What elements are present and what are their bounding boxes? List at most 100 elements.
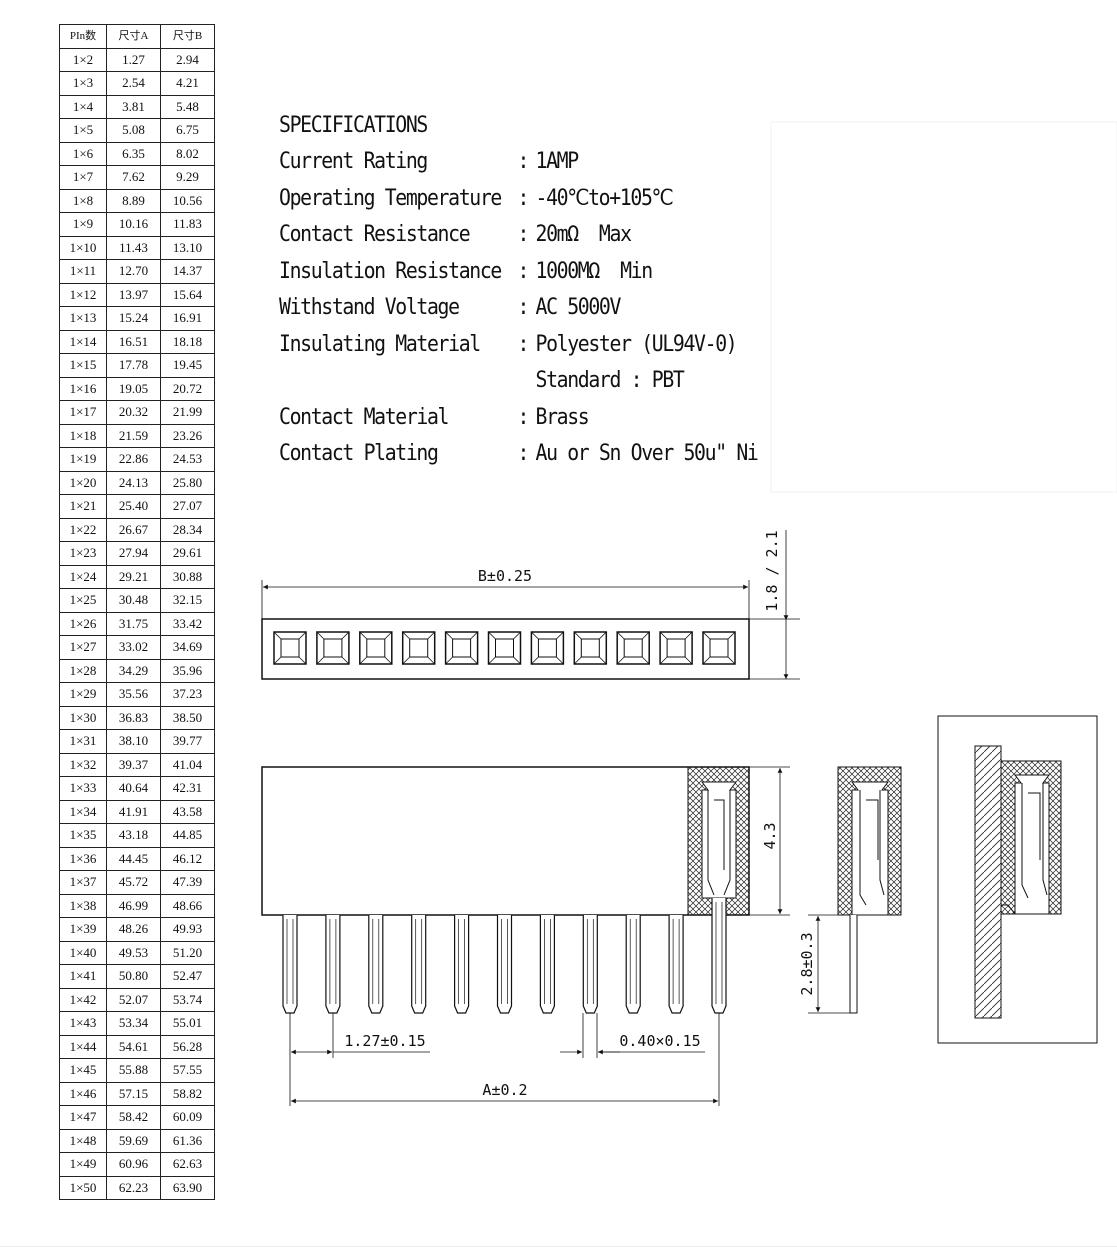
connector-pin (454, 915, 470, 1014)
spec-colon: : (517, 441, 530, 466)
size-a-cell: 39.37 (106, 752, 161, 777)
spec-value: AC 5000V (535, 295, 622, 320)
socket-hole (444, 631, 479, 665)
spec-label: Contact Plating (279, 441, 439, 466)
size-b-cell: 51.20 (160, 940, 215, 965)
dim-label-a: A±0.2 (482, 1081, 527, 1099)
pin-count-cell: 1×35 (59, 823, 107, 848)
size-b-cell: 19.45 (160, 353, 215, 378)
pin-count-cell: 1×43 (59, 1011, 107, 1036)
spec-value: 20mΩ Max (535, 222, 632, 247)
size-a-cell: 20.32 (106, 400, 161, 425)
connector-pin (282, 915, 298, 1014)
socket-hole (487, 631, 522, 665)
size-b-cell: 16.91 (160, 306, 215, 331)
pin-count-cell: 1×44 (59, 1034, 107, 1059)
pin-count-cell: 1×40 (59, 940, 107, 965)
pin-count-cell: 1×49 (59, 1152, 107, 1177)
size-a-cell: 60.96 (106, 1152, 161, 1177)
pin-count-cell: 1×42 (59, 987, 107, 1012)
spec-value: Standard : PBT (535, 368, 685, 393)
pin-count-cell: 1×12 (59, 282, 107, 307)
size-b-cell: 46.12 (160, 846, 215, 871)
size-a-cell: 19.05 (106, 376, 161, 401)
pin-count-cell: 1×4 (59, 94, 107, 119)
pin-count-cell: 1×50 (59, 1175, 107, 1200)
pin-count-cell: 1×11 (59, 259, 107, 284)
spec-colon: : (517, 258, 530, 284)
size-a-cell: 57.15 (106, 1081, 161, 1106)
size-b-cell: 62.63 (160, 1152, 215, 1177)
size-a-cell: 49.53 (106, 940, 161, 965)
size-a-cell: 52.07 (106, 987, 161, 1012)
size-b-cell: 15.64 (160, 282, 215, 307)
spec-colon: : (517, 149, 530, 174)
size-b-cell: 10.56 (160, 188, 215, 213)
size-a-cell: 35.56 (106, 682, 161, 707)
size-b-cell: 37.23 (160, 682, 215, 707)
size-a-cell: 26.67 (106, 517, 161, 542)
pin-count-cell: 1×17 (59, 400, 107, 425)
size-a-cell: 62.23 (106, 1175, 161, 1200)
dim-label-pitch: 1.27±0.15 (344, 1032, 425, 1050)
pin-count-cell: 1×23 (59, 541, 107, 566)
size-b-cell: 4.21 (160, 71, 215, 96)
connector-pin (368, 915, 384, 1014)
socket-hole (316, 631, 350, 665)
size-b-cell: 57.55 (160, 1058, 215, 1083)
size-a-cell: 29.21 (106, 564, 161, 589)
socket-hole (702, 631, 736, 665)
spec-row: Withstand Voltage:AC 5000V (279, 290, 757, 327)
spec-colon: : (517, 222, 530, 247)
spec-colon: : (517, 331, 530, 357)
spec-label: Withstand Voltage (279, 295, 460, 320)
size-a-cell: 7.62 (106, 165, 161, 190)
pin-count-cell: 1×18 (59, 423, 107, 448)
spec-row: Current Rating:1AMP (279, 144, 757, 181)
size-b-cell: 2.94 (160, 47, 215, 72)
pin-count-cell: 1×22 (59, 517, 107, 542)
top-view-body (261, 618, 750, 680)
pin-count-cell: 1×14 (59, 329, 107, 354)
spec-value: -40℃to+105℃ (535, 185, 674, 211)
connector-pin (496, 915, 513, 1014)
spec-row: Standard : PBT (279, 363, 757, 400)
size-b-cell: 14.37 (160, 259, 215, 284)
pin-count-cell: 1×13 (59, 306, 107, 331)
connector-pin (411, 915, 427, 1014)
connector-pin (668, 915, 684, 1014)
size-b-cell: 43.58 (160, 799, 215, 824)
size-a-cell: 33.02 (106, 635, 161, 660)
size-a-cell: 5.08 (106, 118, 161, 143)
pin-count-cell: 1×38 (59, 893, 107, 918)
pin-count-cell: 1×24 (59, 564, 107, 589)
spec-colon: : (517, 185, 530, 211)
size-a-cell: 38.10 (106, 729, 161, 754)
size-a-cell: 13.97 (106, 282, 161, 307)
header-size-a: 尺寸A (106, 24, 161, 49)
size-b-cell: 52.47 (160, 964, 215, 989)
socket-hole (573, 631, 608, 665)
background-frame (770, 121, 1117, 493)
spec-label: Contact Resistance (279, 222, 471, 247)
size-b-cell: 60.09 (160, 1105, 215, 1130)
